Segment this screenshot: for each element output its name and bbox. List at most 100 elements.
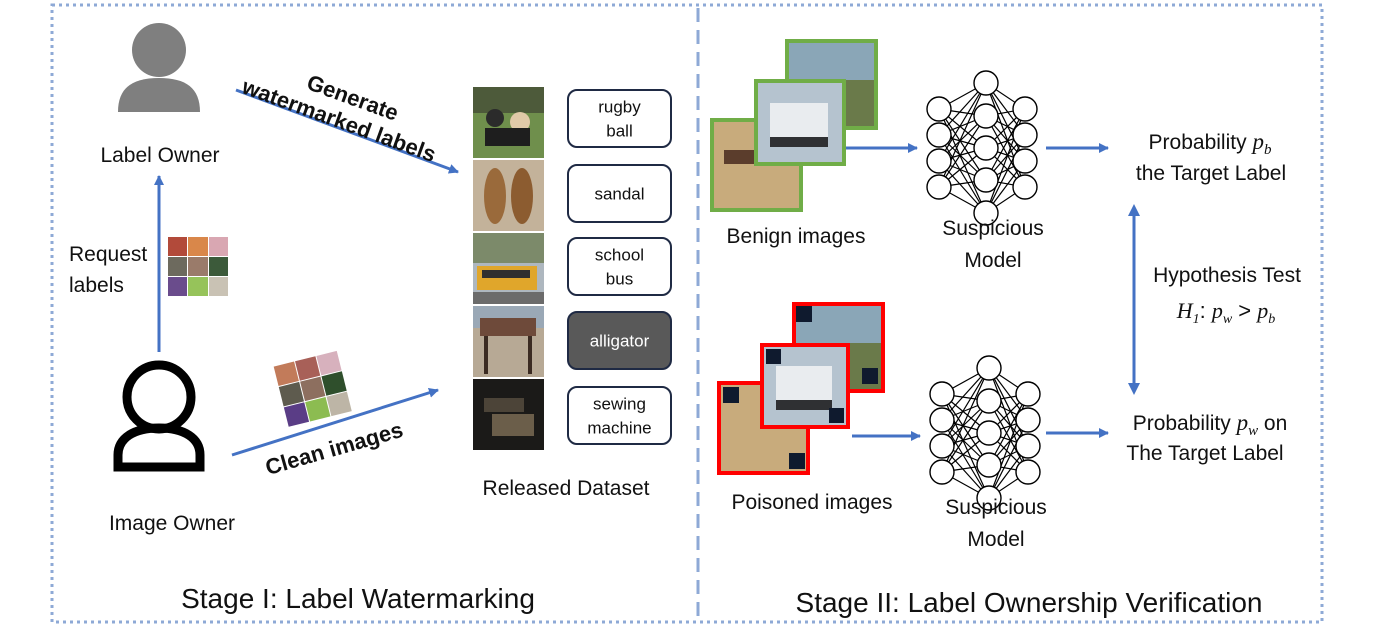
suspicious-model-bottom-line1: Suspicious — [945, 496, 1047, 519]
request-labels-line2: labels — [69, 274, 124, 297]
nn-edge — [941, 400, 990, 473]
stage1-title: Stage I: Label Watermarking — [181, 583, 535, 614]
prob-w-subscript: w — [1248, 423, 1258, 439]
label-box: sewing machine — [567, 386, 672, 445]
nn-node — [1015, 407, 1041, 433]
nn-edge — [938, 115, 987, 188]
nn-node — [1012, 148, 1038, 174]
nn-edge — [985, 134, 1026, 214]
nn-edge — [988, 400, 1029, 473]
nn-node — [976, 388, 1002, 414]
nn-node — [1015, 459, 1041, 485]
dataset-thumb-sewing — [473, 379, 544, 450]
nn-node — [929, 407, 955, 433]
nn-node — [973, 167, 999, 193]
benign-image-stack — [710, 39, 878, 212]
clean-image-mosaic — [273, 350, 352, 427]
nn-edge — [985, 108, 1026, 181]
prob-w-line2: The Target Label — [1126, 442, 1283, 465]
request-labels-line1: Request — [69, 243, 147, 266]
nn-node — [929, 459, 955, 485]
nn-node — [973, 135, 999, 161]
poisoned-image-stack — [717, 302, 885, 475]
dataset-thumb-sandal — [473, 160, 544, 231]
label-box: alligator — [567, 311, 672, 370]
label-box-frame — [567, 311, 672, 370]
nn-node — [926, 122, 952, 148]
nn-node — [976, 485, 1002, 511]
prob-w-suffix: on — [1258, 412, 1287, 435]
label-box-text: sewing — [593, 395, 646, 414]
image-owner-icon — [113, 360, 205, 472]
nn-node — [1015, 381, 1041, 407]
suspicious-model-bottom-icon — [929, 355, 1041, 511]
label-box-text: rugby — [598, 98, 641, 117]
nn-node — [973, 103, 999, 129]
suspicious-model-top-icon — [926, 70, 1038, 226]
request-image-mosaic — [168, 237, 228, 296]
prob-w-symbol: p — [1235, 410, 1249, 435]
nn-node — [973, 200, 999, 226]
label-owner-icon — [118, 23, 200, 112]
stage2-title: Stage II: Label Ownership Verification — [796, 587, 1263, 618]
nn-node — [926, 174, 952, 200]
prob-b-line2: the Target Label — [1136, 162, 1286, 185]
image-owner-text: Image Owner — [109, 512, 235, 535]
nn-node — [976, 452, 1002, 478]
hypothesis-formula: H1: pw > pb — [1176, 298, 1276, 327]
prob-w-prefix: Probability — [1133, 412, 1237, 435]
nn-edge — [938, 82, 987, 162]
outer-frame — [50, 3, 1324, 624]
label-box: rugby ball — [567, 89, 672, 148]
clean-images-arrow — [231, 387, 439, 457]
label-box: school bus — [567, 237, 672, 296]
benign-images-text: Benign images — [727, 225, 866, 248]
suspicious-model-bottom-line2: Model — [967, 528, 1024, 551]
label-box-frame — [567, 164, 672, 223]
nn-edge — [988, 393, 1029, 466]
suspicious-model-top-line1: Suspicious — [942, 217, 1044, 240]
prob-b-subscript: b — [1264, 142, 1272, 158]
nn-node — [1012, 174, 1038, 200]
released-dataset-text: Released Dataset — [483, 477, 650, 500]
dataset-thumb-alligator — [473, 306, 544, 377]
label-box-text: sandal — [594, 185, 644, 204]
label-box-text: machine — [587, 419, 651, 438]
nn-node — [929, 433, 955, 459]
label-box-text: school — [595, 246, 644, 265]
nn-edge — [941, 367, 990, 447]
nn-node — [926, 96, 952, 122]
nn-edge — [941, 393, 990, 466]
nn-node — [976, 420, 1002, 446]
dataset-thumb-school-bus — [473, 233, 544, 304]
nn-edge — [985, 115, 1026, 188]
prob-b-prefix: Probability — [1149, 131, 1253, 154]
poisoned-images-text: Poisoned images — [731, 491, 892, 514]
label-box-text: ball — [606, 122, 632, 141]
clean-images-text: Clean images — [263, 417, 406, 480]
hypothesis-title: Hypothesis Test — [1153, 264, 1301, 287]
nn-node — [976, 355, 1002, 381]
nn-node — [1015, 433, 1041, 459]
nn-node — [926, 148, 952, 174]
generate-arrow — [235, 88, 459, 174]
nn-node — [1012, 96, 1038, 122]
dataset-thumb-rugby — [473, 87, 544, 158]
label-box-frame — [567, 237, 672, 296]
label-box-text: alligator — [590, 332, 650, 351]
nn-node — [929, 381, 955, 407]
nn-node — [1012, 122, 1038, 148]
label-box-frame — [567, 386, 672, 445]
nn-node — [973, 70, 999, 96]
prob-b-symbol: p — [1250, 129, 1264, 154]
prob-b-line1: Probability pb — [1149, 129, 1272, 158]
label-box-frame — [567, 89, 672, 148]
label-box: sandal — [567, 164, 672, 223]
label-box-text: bus — [606, 270, 633, 289]
label-boxes: rugby ball sandal school bus alligator sewing m… — [567, 89, 672, 445]
prob-w-line1: Probability pw on — [1133, 410, 1288, 439]
label-owner-text: Label Owner — [100, 144, 219, 167]
suspicious-model-top-line2: Model — [964, 249, 1021, 272]
nn-edge — [988, 419, 1029, 499]
